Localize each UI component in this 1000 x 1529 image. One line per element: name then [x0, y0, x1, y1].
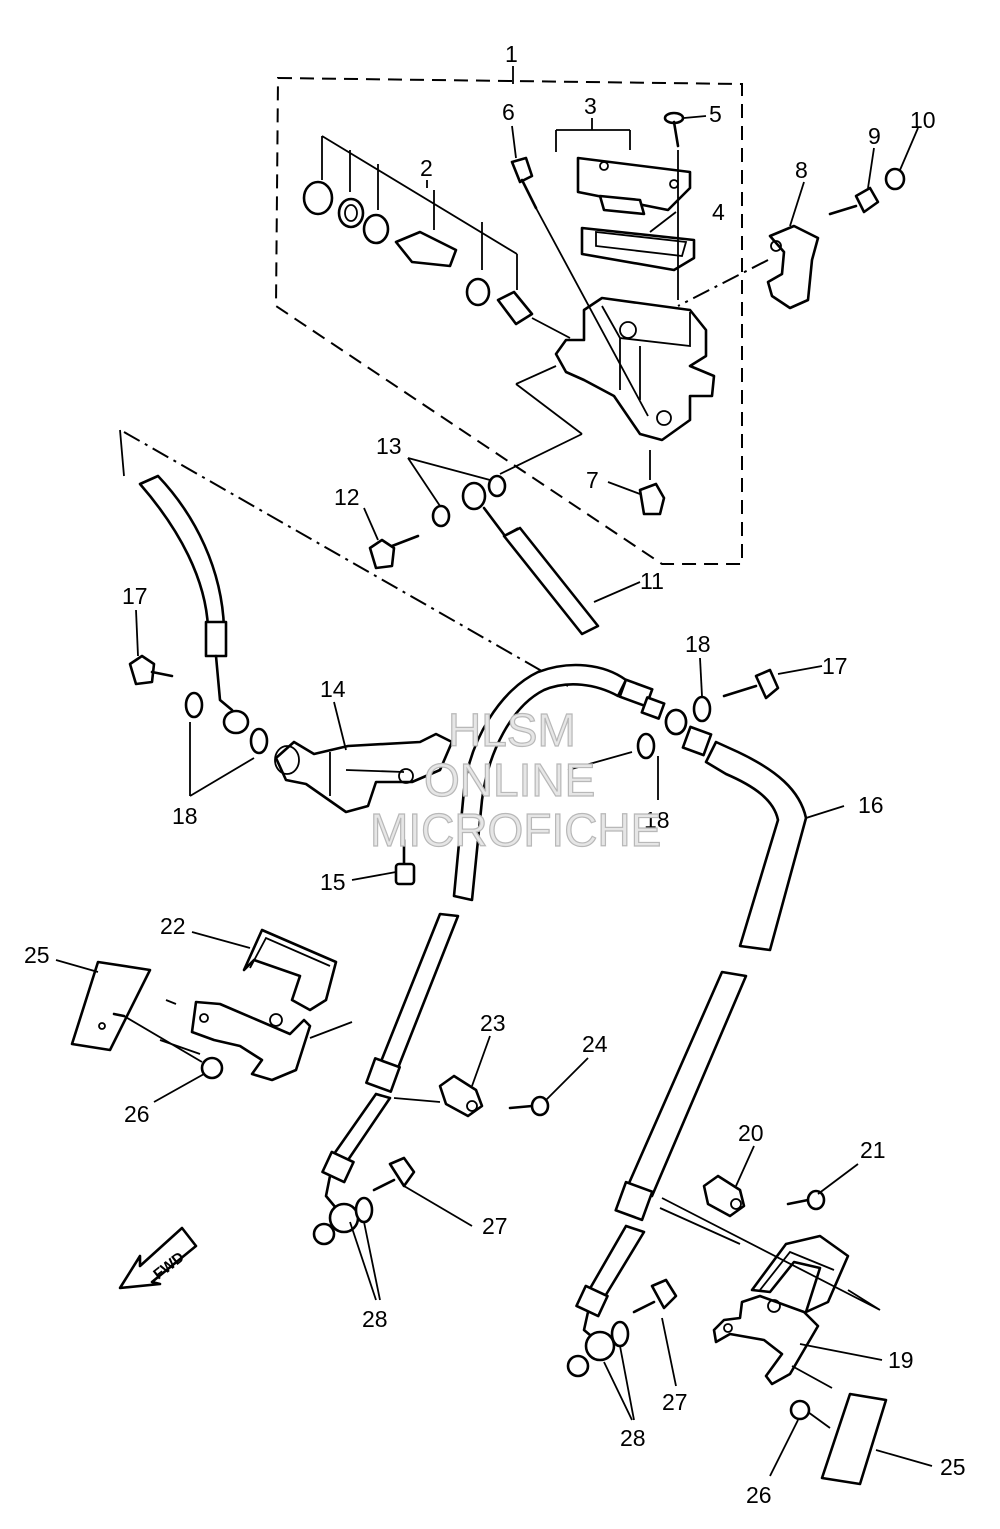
brake-hose-1 — [119, 429, 600, 687]
hose-guide-right — [659, 1197, 881, 1386]
callout-14: 14 — [320, 676, 346, 702]
joint-bolt — [394, 838, 416, 886]
callout-18-upper: 18 — [685, 631, 711, 657]
watermark-line-1: HLSM — [448, 704, 576, 756]
callout-26-right: 26 — [746, 1482, 772, 1508]
watermark: HLSM ONLINE MICROFICHE — [369, 703, 662, 856]
callout-labels: 1 2 3 4 5 6 7 8 9 10 11 12 13 14 15 16 1… — [24, 41, 966, 1508]
union-bolt-left — [128, 654, 174, 686]
bleed-cap — [638, 482, 666, 516]
callout-20: 20 — [738, 1120, 764, 1146]
copper-washer — [184, 691, 204, 719]
callout-26-left: 26 — [124, 1101, 150, 1127]
copper-washer — [312, 1222, 336, 1246]
callout-1: 1 — [505, 41, 518, 67]
forward-direction-arrow: FWD — [118, 1226, 198, 1290]
callout-19: 19 — [888, 1347, 914, 1373]
cap-screw — [663, 111, 685, 148]
callout-25-left: 25 — [24, 942, 50, 968]
copper-washer — [584, 1330, 616, 1362]
callout-18-left: 18 — [172, 803, 198, 829]
protector-plate-right — [820, 1392, 888, 1486]
callout-13: 13 — [376, 433, 402, 459]
callout-22: 22 — [160, 913, 186, 939]
protector-plate-left — [70, 960, 152, 1052]
callout-28-left: 28 — [362, 1306, 388, 1332]
clamp-washer — [884, 167, 906, 191]
callout-27-left: 27 — [482, 1213, 508, 1239]
brake-hose-right — [575, 695, 808, 1342]
brake-hose-upper-left — [138, 474, 250, 735]
callout-23: 23 — [480, 1010, 506, 1036]
callout-18-center: 18 — [644, 807, 670, 833]
copper-washer — [566, 1354, 590, 1378]
callout-12: 12 — [334, 484, 360, 510]
watermark-line-2: ONLINE — [424, 754, 595, 806]
clamp-screw — [508, 1095, 550, 1117]
hose-guide-left — [159, 928, 353, 1082]
caliper-union-bolt-right — [632, 1278, 678, 1314]
callout-16: 16 — [858, 792, 884, 818]
copper-washer — [431, 504, 451, 528]
piston-kit — [302, 135, 571, 339]
master-cylinder-body — [499, 150, 716, 475]
copper-washer — [249, 727, 269, 755]
callout-25-right: 25 — [940, 1454, 966, 1480]
copper-washer — [328, 1202, 360, 1234]
callout-21: 21 — [860, 1137, 886, 1163]
caliper-union-bolt-left — [372, 1156, 416, 1192]
union-bolt-right — [722, 668, 780, 700]
reservoir-cap-and-diaphragm — [555, 129, 696, 272]
callout-17-left: 17 — [122, 583, 148, 609]
hose-clamp-center — [393, 1074, 484, 1118]
hose-clamp-right — [702, 1174, 746, 1218]
callout-8: 8 — [795, 157, 808, 183]
nut — [789, 1399, 811, 1421]
callout-4: 4 — [712, 199, 725, 225]
brake-pipe-joint — [274, 732, 454, 814]
callout-6: 6 — [502, 99, 515, 125]
copper-washer — [636, 732, 656, 760]
callout-2: 2 — [420, 155, 433, 181]
copper-washer — [354, 1196, 374, 1224]
clamp-screw-right — [786, 1189, 826, 1211]
nut — [200, 1056, 224, 1080]
union-bolt — [368, 534, 420, 570]
callout-5: 5 — [709, 101, 722, 127]
callout-17-right: 17 — [822, 653, 848, 679]
callout-24: 24 — [582, 1031, 608, 1057]
brake-hose-center — [321, 663, 688, 1210]
callout-11: 11 — [640, 568, 664, 594]
callout-10: 10 — [910, 107, 936, 133]
master-cylinder-kit-boundary — [274, 76, 743, 565]
copper-washer — [610, 1320, 630, 1348]
clamp-holder — [677, 224, 820, 310]
callout-9: 9 — [868, 123, 881, 149]
callout-27-right: 27 — [662, 1389, 688, 1415]
callout-3: 3 — [584, 93, 597, 119]
callout-15: 15 — [320, 869, 346, 895]
watermark-line-3: MICROFICHE — [370, 804, 661, 856]
copper-washer — [487, 474, 507, 498]
callout-28-right: 28 — [620, 1425, 646, 1451]
callout-7: 7 — [586, 467, 599, 493]
leader-lines — [55, 66, 933, 1477]
bleed-screw — [510, 156, 538, 210]
clamp-bolt — [828, 186, 880, 216]
